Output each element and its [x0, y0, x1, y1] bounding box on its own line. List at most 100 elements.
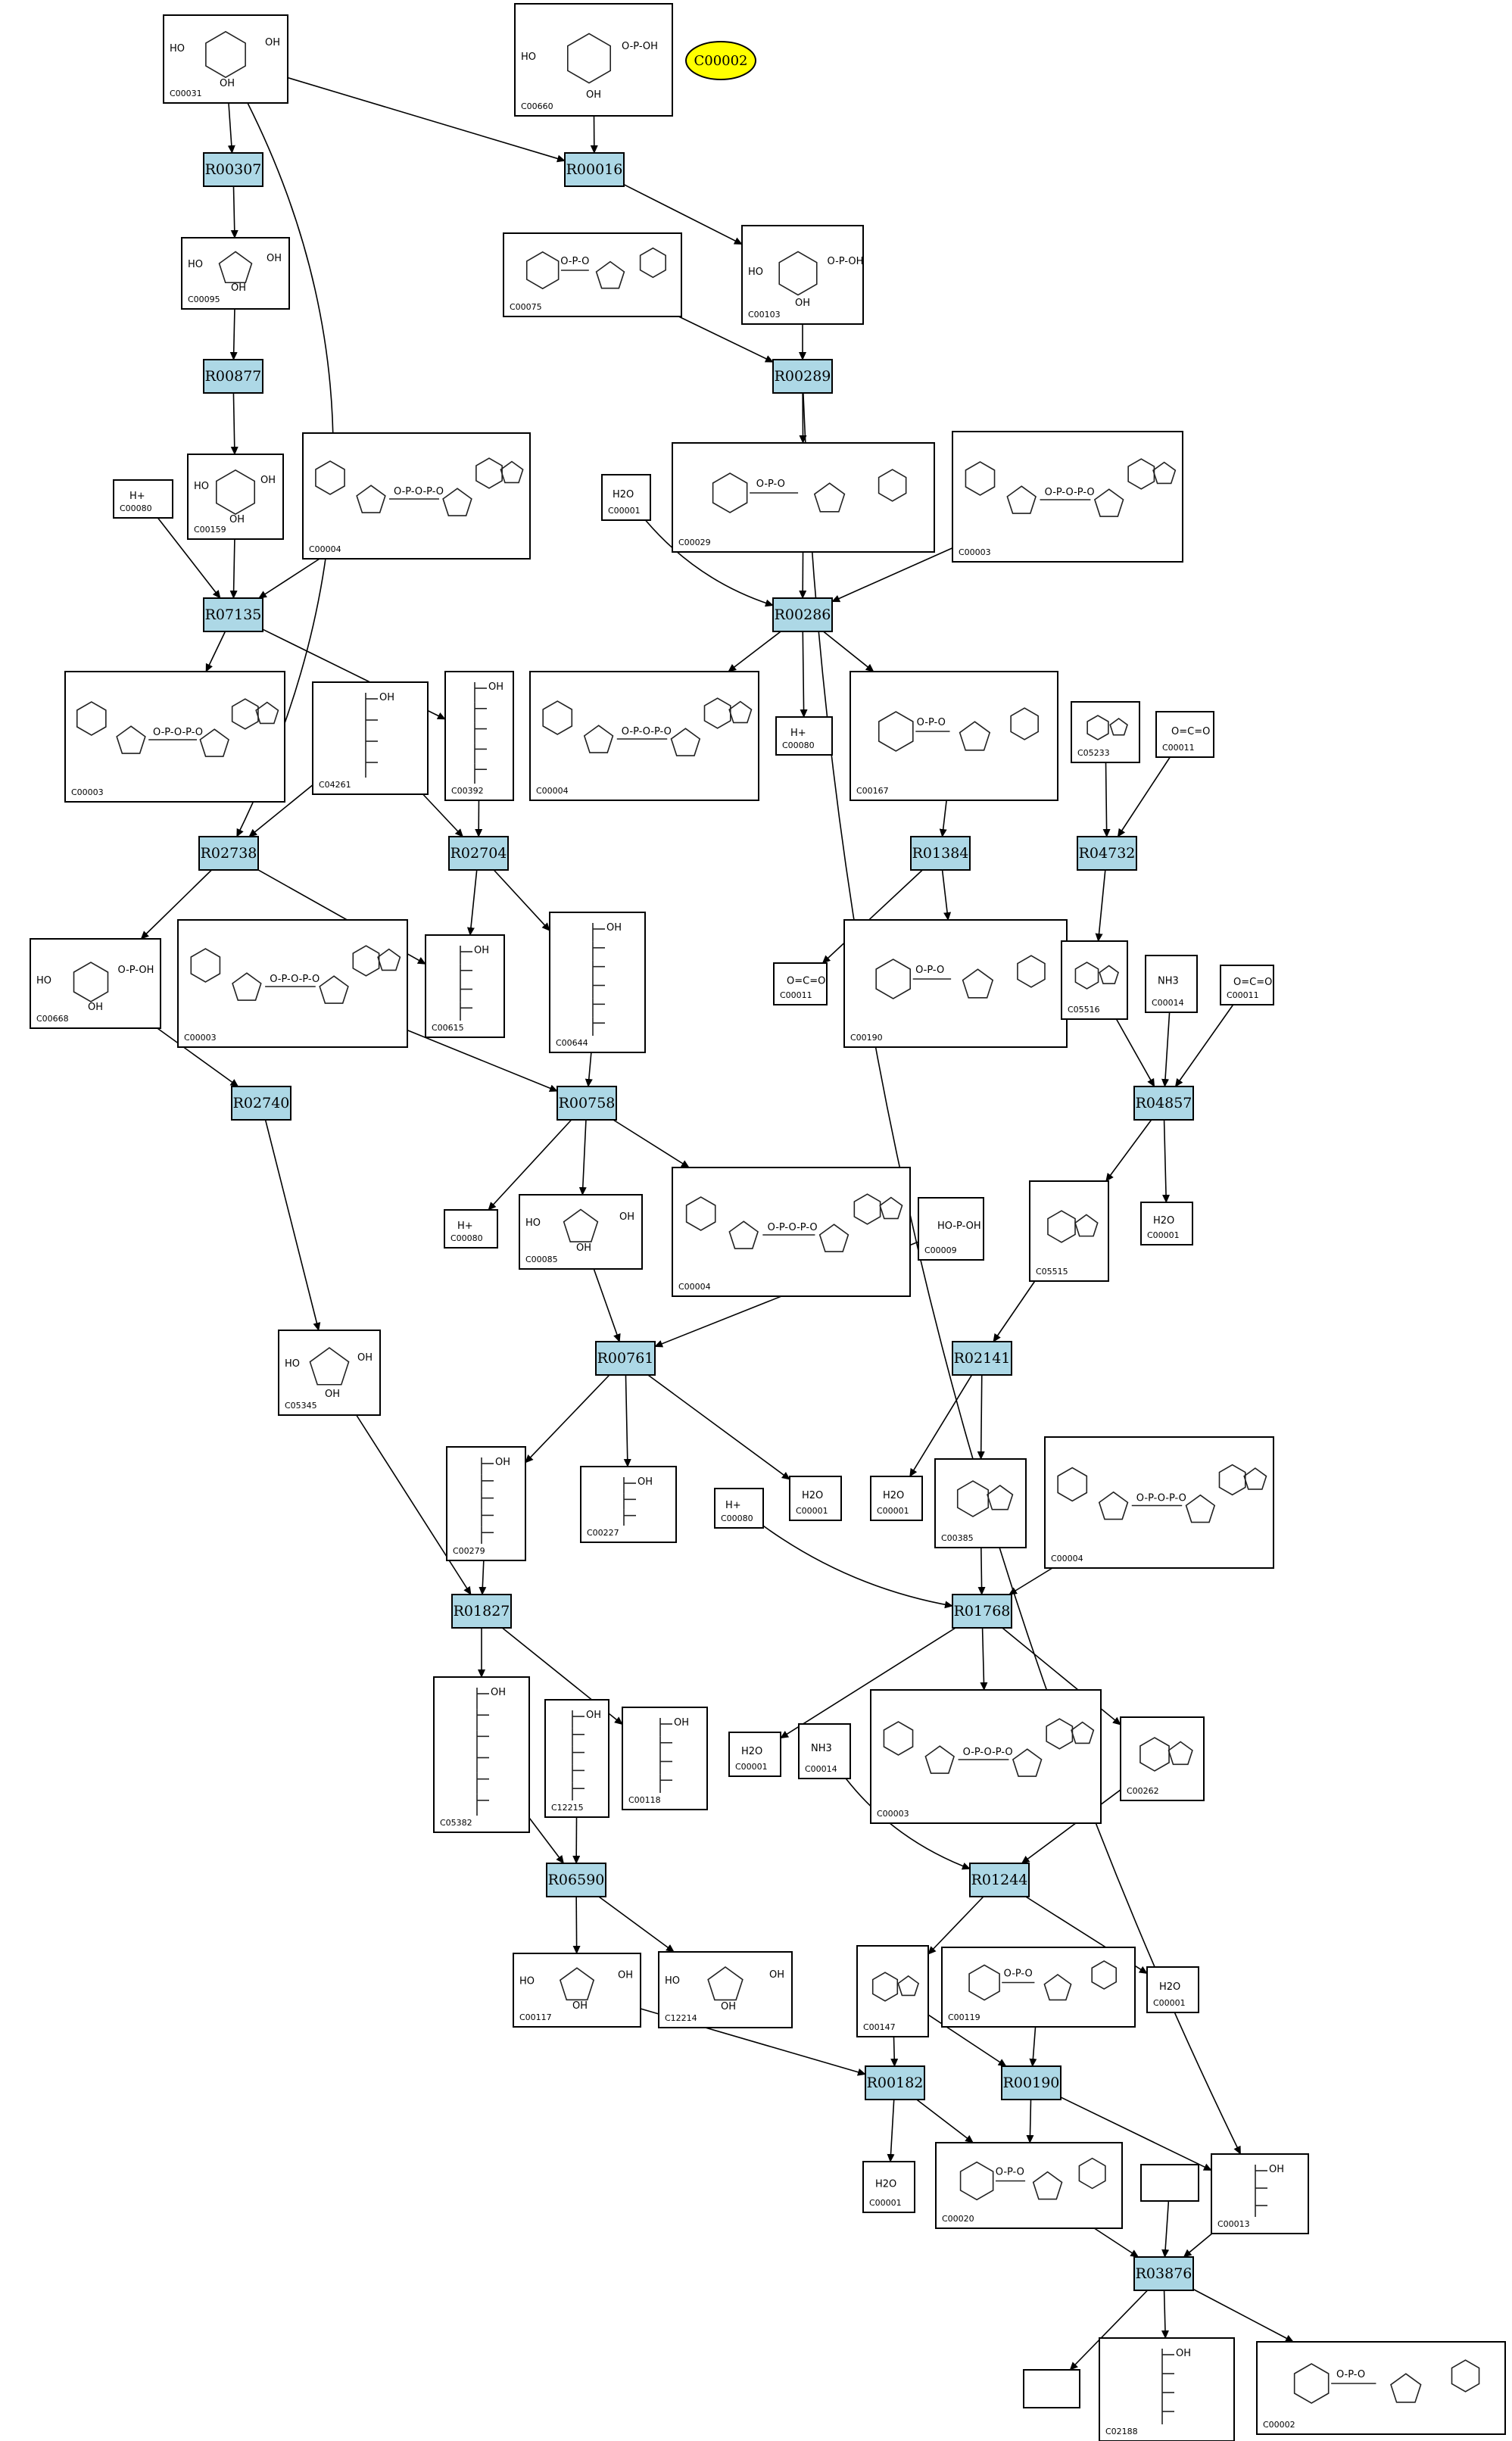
reaction-node[interactable]: R06590	[546, 1863, 606, 1897]
compound-node[interactable]: C05233	[1071, 701, 1140, 763]
reaction-node[interactable]: R01768	[952, 1594, 1012, 1629]
reaction-node[interactable]: R02738	[198, 836, 259, 871]
compound-node[interactable]: C00262	[1120, 1716, 1205, 1801]
reaction-id: R03876	[1136, 2265, 1192, 2282]
reaction-node[interactable]: R00289	[772, 359, 833, 394]
svg-text:OH: OH	[619, 1211, 634, 1223]
reaction-node[interactable]: R01384	[910, 836, 971, 871]
reaction-node[interactable]: R00307	[203, 152, 263, 187]
reaction-node[interactable]: R02704	[448, 836, 509, 871]
compound-id: C00001	[1147, 1230, 1180, 1240]
reaction-node[interactable]: R00190	[1001, 2065, 1062, 2100]
svg-text:H2O: H2O	[613, 489, 634, 500]
reaction-node[interactable]: R03876	[1133, 2256, 1194, 2291]
compound-node[interactable]: C00385	[934, 1458, 1027, 1548]
reaction-node[interactable]: R02740	[231, 1086, 291, 1121]
compound-id: C00014	[1152, 998, 1184, 1008]
reaction-node[interactable]: R00761	[595, 1341, 656, 1376]
compound-node[interactable]: C00147	[856, 1945, 929, 2037]
svg-text:HO: HO	[748, 267, 763, 278]
reaction-node[interactable]: R01827	[451, 1594, 512, 1629]
reaction-id: R02704	[450, 845, 507, 862]
svg-text:OH: OH	[606, 922, 622, 934]
compound-node[interactable]: C05515	[1029, 1180, 1109, 1282]
reaction-node[interactable]: R04857	[1133, 1086, 1194, 1121]
reaction-node[interactable]: R02141	[952, 1341, 1012, 1376]
compound-node[interactable]: H+C00080	[714, 1488, 764, 1529]
compound-node[interactable]: H+C00080	[113, 479, 173, 519]
edge-arrow	[939, 800, 947, 837]
compound-node[interactable]	[1023, 2369, 1080, 2408]
compound-id: C00385	[941, 1533, 974, 1543]
compound-id: C00004	[309, 544, 341, 554]
svg-text:O=C=O: O=C=O	[1233, 977, 1272, 988]
reaction-node[interactable]: R00016	[564, 152, 625, 187]
reaction-node[interactable]: R00286	[772, 597, 833, 632]
compound-node[interactable]: H+C00080	[775, 716, 833, 756]
compound-node[interactable]: H+C00080	[444, 1209, 498, 1249]
svg-text:H2O: H2O	[741, 1746, 762, 1757]
compound-node[interactable]	[1140, 2164, 1199, 2202]
reaction-node[interactable]: R00758	[556, 1086, 617, 1121]
compound-id: C00644	[556, 1038, 588, 1048]
highlight-ellipse-node[interactable]: C00002	[685, 41, 756, 80]
edge-arrow	[1192, 2288, 1294, 2343]
reaction-node[interactable]: R00877	[203, 359, 263, 394]
reaction-node[interactable]: R04732	[1077, 836, 1137, 871]
reaction-node[interactable]: R00182	[865, 2065, 925, 2100]
compound-node[interactable]: C05516	[1061, 940, 1128, 1020]
svg-text:O-P-O-P-O: O-P-O-P-O	[270, 974, 320, 985]
reaction-node[interactable]: R07135	[203, 597, 263, 632]
reaction-node[interactable]: R01244	[969, 1863, 1030, 1897]
compound-node[interactable]: OH C00644	[549, 912, 646, 1053]
